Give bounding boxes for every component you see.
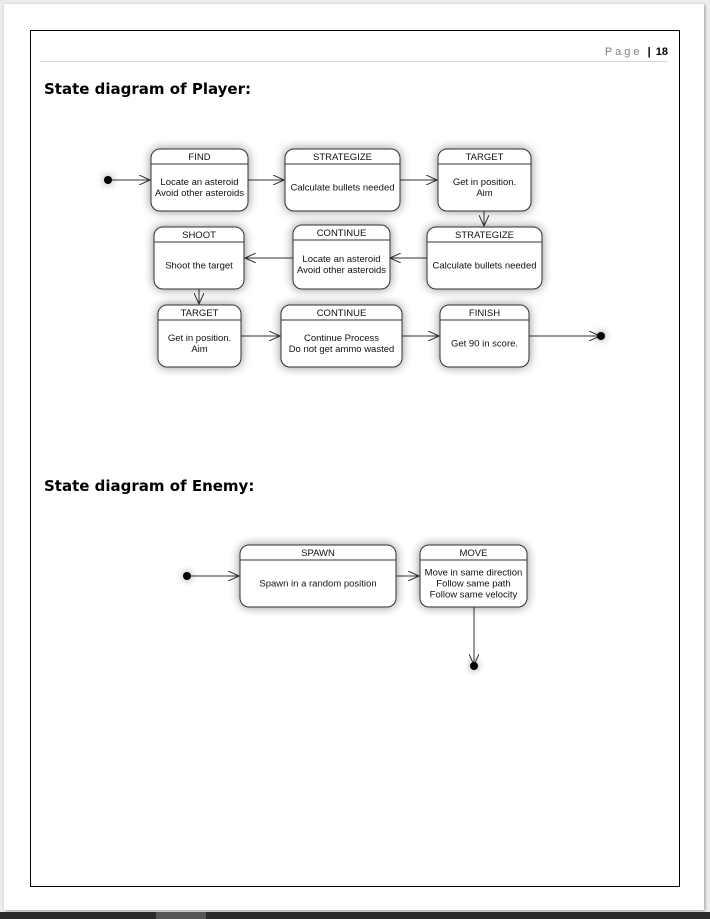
state-description: Follow same velocity <box>430 590 518 601</box>
state-description: Spawn in a random position <box>259 579 376 590</box>
state-title: SHOOT <box>182 230 216 241</box>
player-state-shoot: SHOOT Shoot the target <box>153 226 245 290</box>
page-number-value: 18 <box>655 46 668 58</box>
player-state-strategize: STRATEGIZE Calculate bullets needed <box>284 148 401 212</box>
state-description: Move in same direction <box>425 568 523 579</box>
state-description: Locate an asteroid <box>160 177 238 188</box>
state-description: Calculate bullets needed <box>290 183 394 194</box>
bottom-bar <box>0 912 710 919</box>
state-title: CONTINUE <box>317 228 367 239</box>
state-description: Do not get ammo wasted <box>289 344 395 355</box>
state-description: Continue Process <box>304 333 379 344</box>
state-description: Get in position. <box>168 333 231 344</box>
state-title: STRATEGIZE <box>313 152 372 163</box>
enemy-final-state <box>470 662 478 670</box>
player-state-target: TARGET Get in position.Aim <box>437 148 532 212</box>
state-title: SPAWN <box>301 548 335 559</box>
state-description: Shoot the target <box>165 261 233 272</box>
header-rule <box>40 61 668 62</box>
state-description: Aim <box>191 344 207 355</box>
state-description: Get 90 in score. <box>451 339 518 350</box>
state-title: STRATEGIZE <box>455 230 514 241</box>
player-state-target: TARGET Get in position.Aim <box>157 304 242 368</box>
bottom-bar-tab <box>156 912 206 919</box>
state-title: TARGET <box>466 152 504 163</box>
state-description: Locate an asteroid <box>302 254 380 265</box>
enemy-state-spawn: SPAWN Spawn in a random position <box>239 544 397 608</box>
state-title: FIND <box>188 152 210 163</box>
player-diagram-heading: State diagram of Player: <box>44 80 251 98</box>
page-word: Page <box>604 46 643 58</box>
page-number: Page | 18 <box>605 46 668 58</box>
state-title: FINISH <box>469 308 500 319</box>
state-title: TARGET <box>181 308 219 319</box>
player-initial-state <box>104 176 112 184</box>
enemy-diagram-heading: State diagram of Enemy: <box>44 477 255 495</box>
page-separator: | <box>647 46 651 58</box>
state-title: CONTINUE <box>317 308 367 319</box>
state-description: Calculate bullets needed <box>432 261 536 272</box>
state-title: MOVE <box>460 548 488 559</box>
player-final-state <box>597 332 605 340</box>
state-description: Follow same path <box>436 579 510 590</box>
enemy-initial-state <box>183 572 191 580</box>
state-description: Get in position. <box>453 177 516 188</box>
player-state-finish: FINISH Get 90 in score. <box>439 304 530 368</box>
state-description: Avoid other asteroids <box>155 188 244 199</box>
player-state-strategize: STRATEGIZE Calculate bullets needed <box>426 226 543 290</box>
state-description: Aim <box>476 188 492 199</box>
state-description: Avoid other asteroids <box>297 265 386 276</box>
